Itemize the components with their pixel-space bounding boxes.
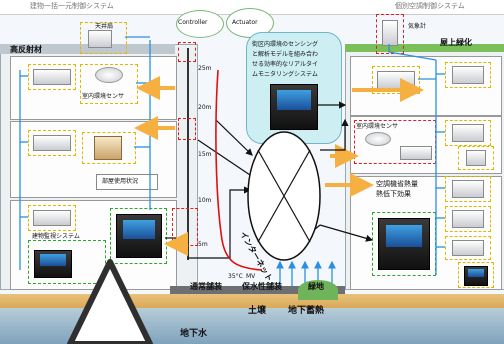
soil-label: 土壌 bbox=[248, 307, 266, 316]
groundwater-label: 地下水 bbox=[180, 330, 207, 339]
temp-35-label: 35°C bbox=[228, 272, 243, 281]
temp-mv-label: MV bbox=[246, 272, 255, 281]
greenery-label: 緑地 bbox=[308, 282, 324, 291]
normal-pavement-label: 通常舗装 bbox=[190, 282, 222, 291]
underground-heat-label: 地下蓄熱 bbox=[288, 307, 324, 316]
water-retentive-label: 保水性舗装 bbox=[242, 282, 282, 291]
